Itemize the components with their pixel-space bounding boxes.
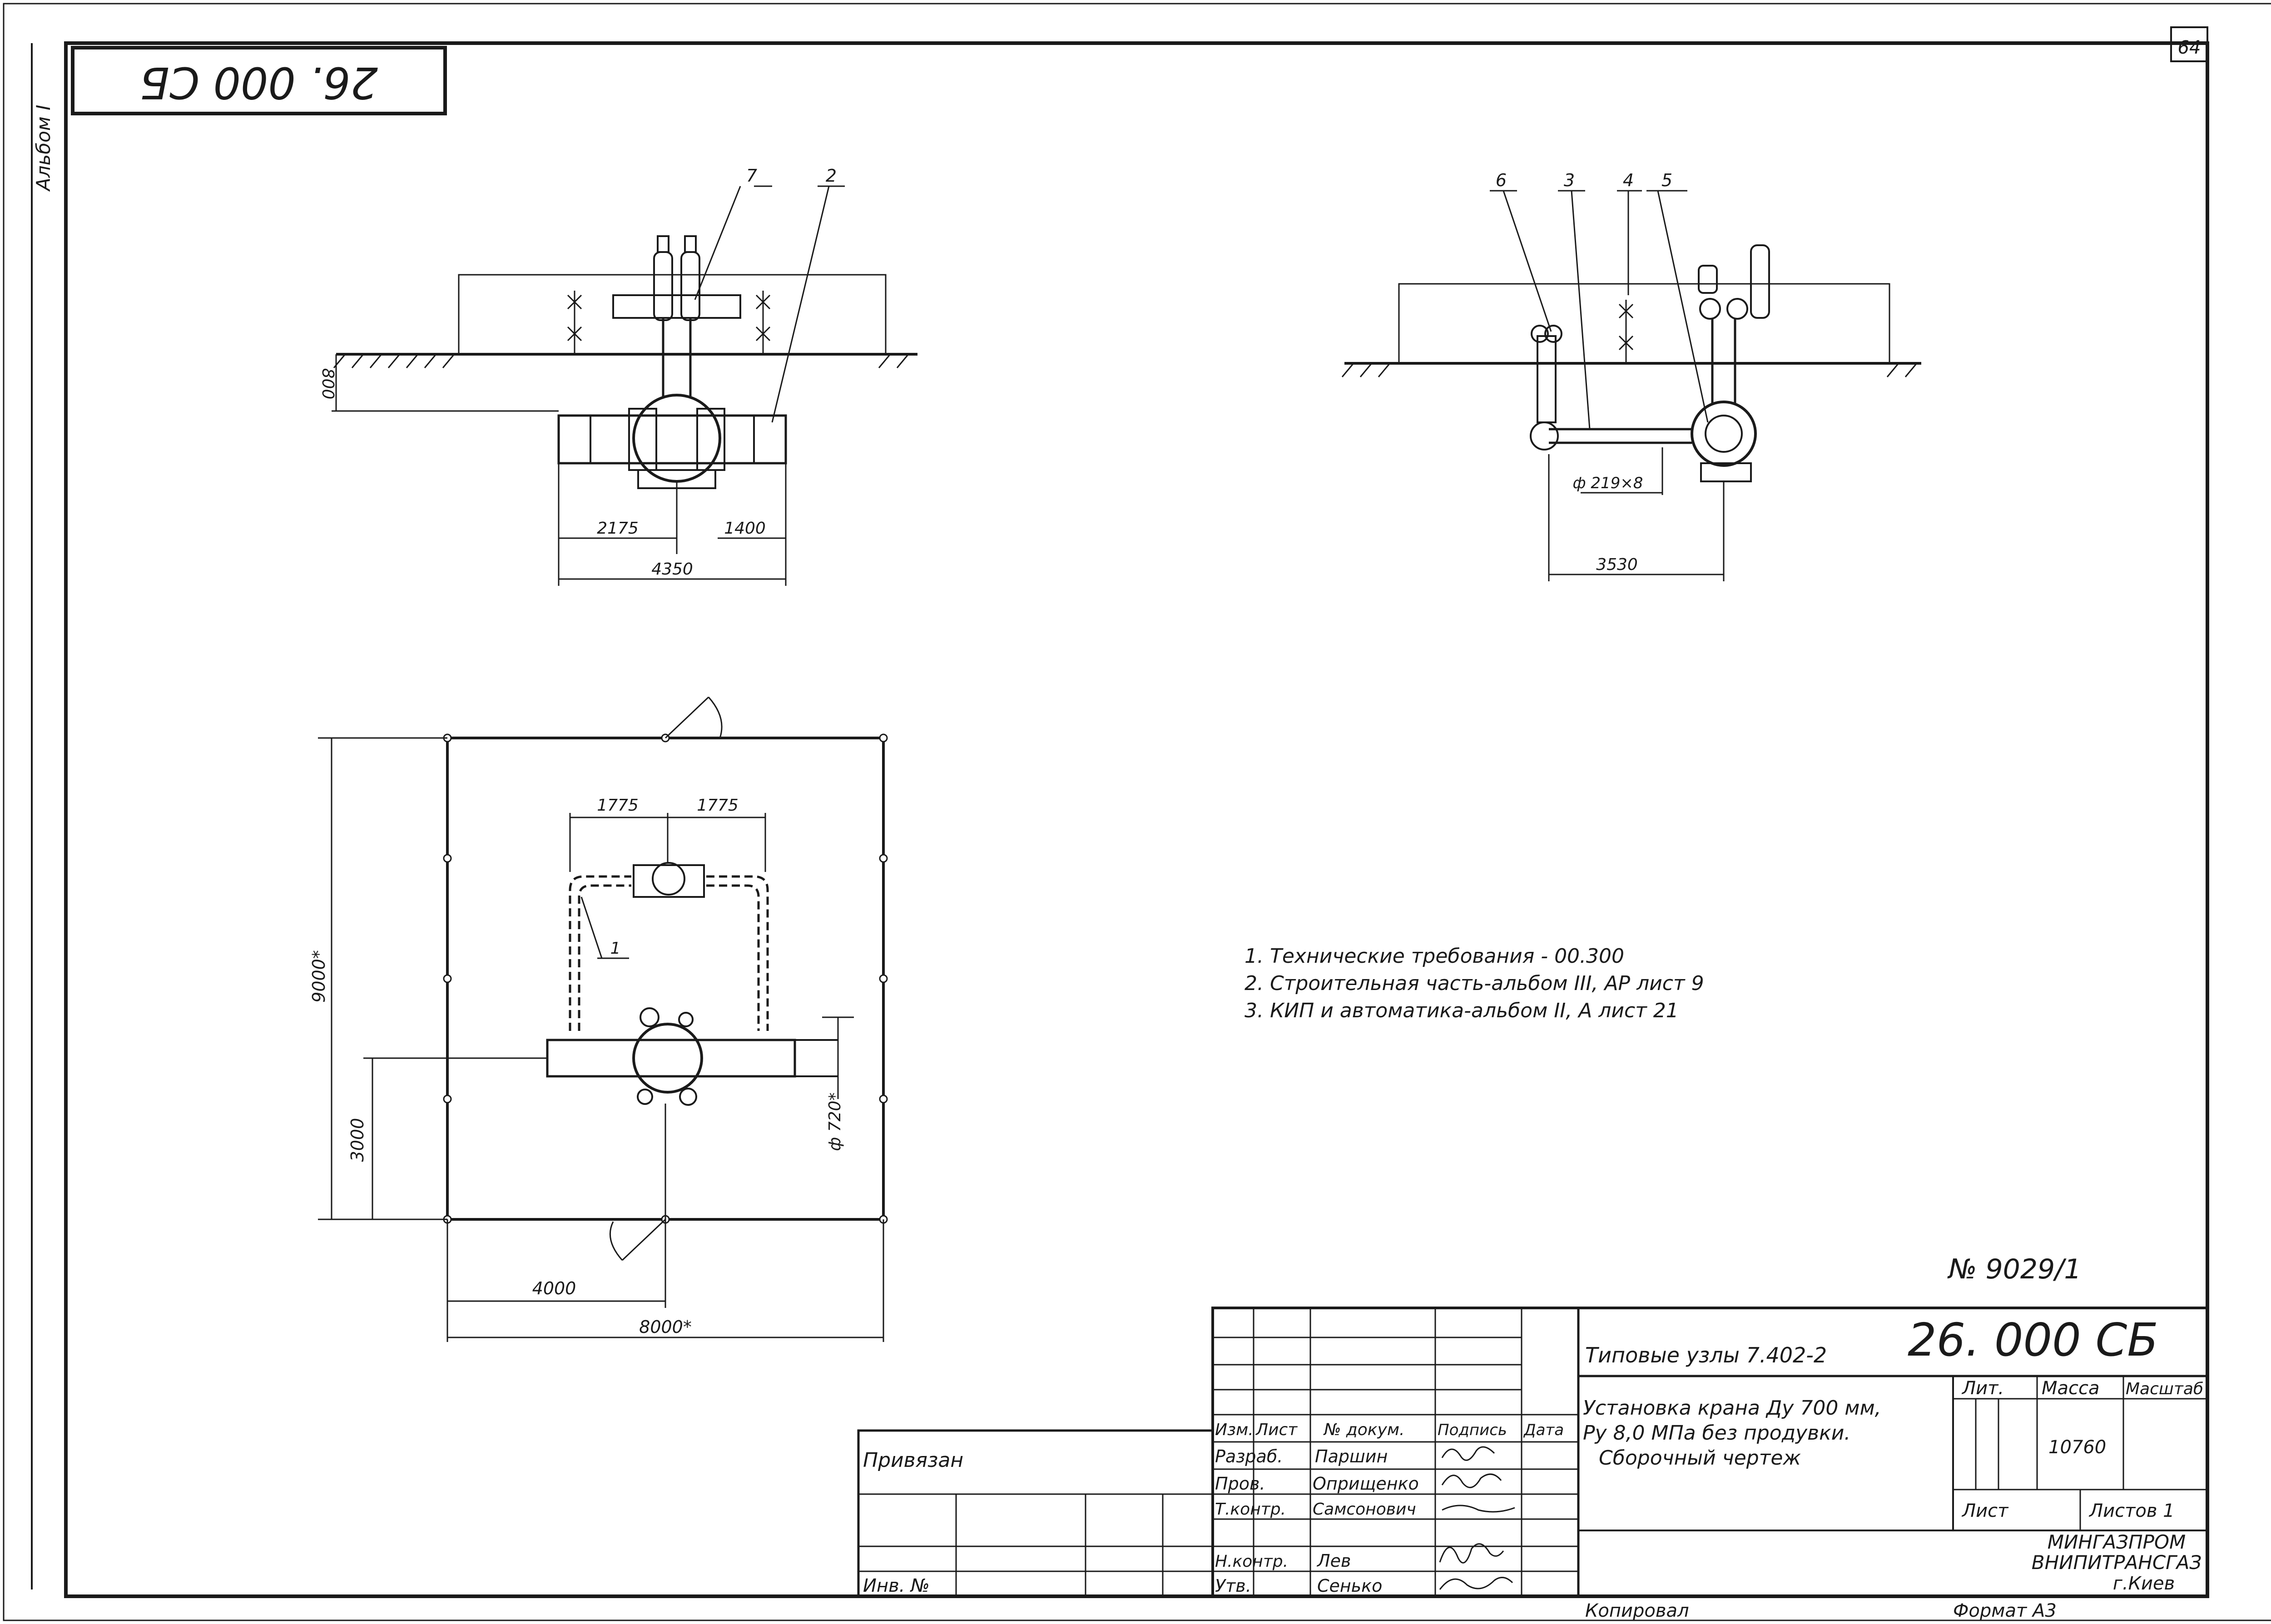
role-tkontr: Т.контр. [1215, 1500, 1286, 1519]
outer-border [3, 3, 2271, 1621]
dim-3530: 3530 [1596, 555, 1638, 574]
role-nkontr: Н.контр. [1215, 1552, 1288, 1571]
dim-4000: 4000 [532, 1278, 576, 1298]
pipe-720-label: ф 720* [826, 1093, 844, 1151]
sheet-label: Лист [1961, 1500, 2009, 1521]
dim-9000: 9000* [309, 950, 329, 1003]
callout-5: 5 [1661, 170, 1672, 190]
note-3: 3. КИП и автоматика-альбом II, А лист 21 [1245, 999, 1679, 1022]
name-tkontr: Самсонович [1313, 1500, 1416, 1519]
hdr-scale: Масштаб [2126, 1380, 2203, 1398]
actuator-beam [612, 294, 741, 319]
side-actuator-cylinder [1750, 244, 1770, 319]
sheets-label: Листов 1 [2088, 1500, 2175, 1521]
dim-depth-800: 800 [318, 368, 337, 400]
inventory-label: Инв. № [863, 1575, 930, 1596]
org-line-1: МИНГАЗПРОМ [2048, 1531, 2186, 1553]
callout-1: 1 [610, 939, 621, 958]
dim-3000: 3000 [347, 1118, 367, 1162]
copied-label: Копировал [1585, 1600, 1689, 1621]
dim-2175: 2175 [597, 519, 639, 538]
note-2: 2. Строительная часть-альбом III, АР лис… [1245, 972, 1704, 995]
side-view [1341, 190, 1921, 581]
title-block [857, 1307, 2209, 1598]
signatures [1439, 1446, 1515, 1590]
side-valve-body [1691, 401, 1757, 467]
album-label: Альбом I [32, 105, 55, 192]
callout-4: 4 [1623, 170, 1634, 190]
callout-2: 2 [826, 166, 837, 186]
name-razrab: Паршин [1315, 1446, 1388, 1466]
side-valve-support [1700, 462, 1752, 482]
hdr-izm: Изм. [1215, 1421, 1254, 1439]
callout-7: 7 [746, 166, 757, 186]
sheet-number: 64 [2178, 37, 2201, 58]
plan-bypass-valve [633, 864, 705, 898]
bypass-valve [1530, 421, 1559, 451]
title-line-1: Установка крана Ду 700 мм, [1583, 1396, 1881, 1420]
ball-valve-body [632, 394, 721, 483]
hdr-lit: Лит. [1961, 1378, 2004, 1399]
title-block-code: 26. 000 СБ [1908, 1313, 2158, 1367]
dim-1775-left: 1775 [597, 796, 639, 815]
bound-label: Привязан [863, 1449, 963, 1472]
drawing-frame [64, 41, 2209, 1598]
signature-nkontr [1439, 1543, 1504, 1564]
signature-utv [1439, 1577, 1513, 1590]
role-prov: Пров. [1215, 1474, 1265, 1494]
pipe-219-label: ф 219×8 [1573, 474, 1643, 492]
side-ground-enclosure [1398, 283, 1890, 364]
actuator-cylinder-right [680, 251, 700, 321]
org-line-2: ВНИПИТРАНСГАЗ [2032, 1551, 2202, 1574]
document-number: № 9029/1 [1947, 1253, 2082, 1285]
notes: 1. Технические требования - 00.300 2. Ст… [1245, 945, 1704, 1022]
title-line-2: Ру 8,0 МПа без продувки. [1583, 1421, 1850, 1445]
series-label: Типовые узлы 7.402-2 [1585, 1343, 1827, 1367]
name-prov: Оприщенко [1313, 1474, 1419, 1494]
signature-razrab [1441, 1446, 1495, 1461]
signature-tkontr [1442, 1505, 1515, 1513]
hdr-doc: № докум. [1323, 1421, 1404, 1439]
hdr-mass: Масса [2042, 1378, 2100, 1399]
mass-value: 10760 [2048, 1437, 2106, 1458]
note-1: 1. Технические требования - 00.300 [1245, 945, 1624, 968]
callout-3: 3 [1564, 170, 1575, 190]
org-line-3: г.Киев [2113, 1573, 2175, 1594]
dim-8000: 8000* [639, 1317, 692, 1337]
elevation-view-labels: 7 2 800 2175 1400 4350 [318, 166, 837, 579]
side-view-labels: 6 3 4 5 ф 219×8 3530 [1496, 170, 1672, 574]
elevation-view [332, 185, 917, 586]
top-stamp-box [71, 46, 447, 115]
ground-hatch [333, 354, 909, 368]
plan-view-labels: 1775 1775 1 9000* 3000 ф 720* 4000 8000* [309, 796, 844, 1337]
top-stamp-code: 26. 000 СБ [140, 57, 378, 107]
plan-view [318, 696, 888, 1342]
dim-4350: 4350 [651, 560, 693, 579]
actuator-cylinder-left [653, 251, 673, 321]
dim-1775-right: 1775 [697, 796, 739, 815]
name-nkontr: Лев [1316, 1551, 1351, 1571]
role-utv: Утв. [1215, 1576, 1251, 1596]
title-line-3: Сборочный чертеж [1599, 1446, 1801, 1470]
name-utv: Сенько [1317, 1576, 1382, 1596]
plan-main-valve [632, 1023, 703, 1094]
dim-1400: 1400 [724, 519, 766, 538]
callout-6: 6 [1496, 170, 1507, 190]
role-razrab: Разраб. [1215, 1446, 1283, 1466]
main-pipe [557, 414, 787, 465]
title-block-text: Типовые узлы 7.402-2 26. 000 СБ Установк… [863, 1313, 2203, 1621]
plan-bypass-ball [652, 862, 685, 896]
signature-prov [1441, 1473, 1502, 1488]
bypass-riser [1537, 335, 1557, 423]
sheet-number-box [2170, 26, 2208, 62]
hdr-list: Лист [1255, 1421, 1298, 1439]
plan-main-pipe [546, 1039, 796, 1078]
hdr-date: Дата [1523, 1421, 1564, 1439]
hdr-sign: Подпись [1438, 1421, 1507, 1439]
format-label: Формат А3 [1953, 1600, 2057, 1621]
